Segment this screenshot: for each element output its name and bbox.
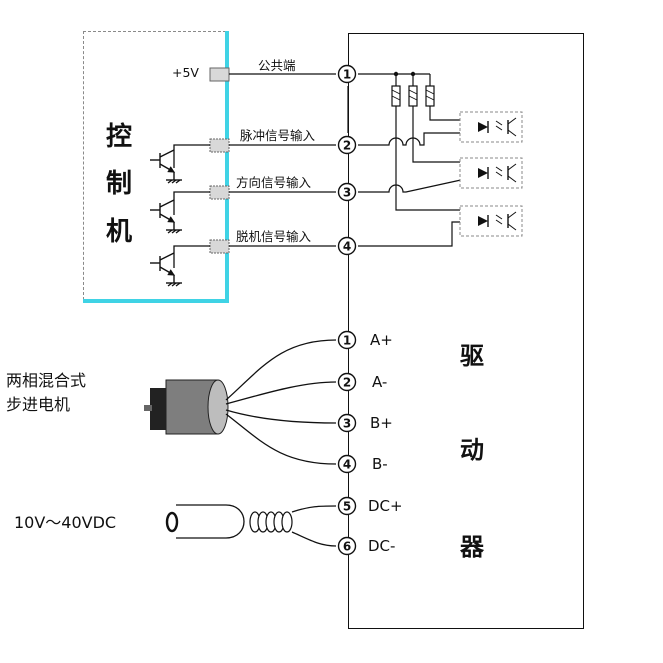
optocoupler-icon-3 (459, 205, 523, 237)
controller-box-edge-right (225, 31, 229, 303)
signal-label-pulse: 脉冲信号输入 (240, 128, 316, 143)
transistor-icon-2 (150, 199, 182, 234)
terminal-numbers: 1 2 3 4 1 2 3 4 5 6 (343, 68, 351, 554)
phase-label-b-plus: B+ (370, 414, 393, 432)
terminal-number: 4 (343, 240, 351, 254)
terminal-number: 3 (343, 417, 351, 431)
controller-label-char-1: 控 (105, 122, 132, 152)
signal-label-offline: 脱机信号输入 (236, 229, 312, 244)
driver-label-char-2: 动 (460, 436, 484, 464)
power-label-dc-plus: DC+ (368, 497, 403, 515)
terminal-number: 2 (343, 139, 351, 153)
terminal-number: 1 (343, 334, 351, 348)
signal-label-direction: 方向信号输入 (236, 175, 312, 190)
motor-label-line-1: 两相混合式 (6, 371, 87, 390)
driver-label-char-3: 器 (460, 533, 484, 561)
terminal-1-control (337, 64, 357, 84)
terminal-number: 3 (343, 186, 351, 200)
terminal-number: 5 (343, 500, 351, 514)
power-plug-icon (165, 511, 179, 533)
terminal-4-motor (337, 454, 357, 474)
transistor-icons (150, 149, 182, 287)
internal-wires (347, 73, 471, 247)
controller-label-char-2: 制 (105, 169, 132, 199)
signal-label-common: 公共端 (258, 58, 296, 73)
resistor-icon-2 (408, 85, 418, 107)
terminal-3-control (337, 182, 357, 202)
terminal-circles (337, 64, 357, 556)
pad-pulse (209, 138, 230, 153)
pad-plus5v (209, 67, 230, 82)
terminal-6-power (337, 536, 357, 556)
phase-label-a-minus: A- (372, 373, 388, 391)
terminal-2-control (337, 135, 357, 155)
terminal-number: 4 (343, 458, 351, 472)
driver-label-char-1: 驱 (460, 342, 484, 370)
stepper-motor-icon (144, 379, 229, 435)
power-cable (165, 504, 337, 547)
pad-direction (209, 185, 230, 200)
motor-label-line-2: 步进电机 (6, 395, 71, 414)
controller-label-char-3: 机 (105, 217, 132, 247)
transistor-icon-1 (150, 149, 182, 184)
terminal-3-motor (337, 413, 357, 433)
terminal-number: 2 (343, 376, 351, 390)
voltage-label: +5V (172, 65, 199, 80)
pad-offline (209, 239, 230, 254)
phase-label-b-minus: B- (372, 455, 388, 473)
resistor-icon-3 (425, 85, 435, 107)
optocoupler-icon-2 (459, 157, 523, 189)
signal-wires (173, 73, 336, 268)
controller-box-edge-bottom (83, 299, 229, 303)
power-range-label: 10V～40VDC (14, 513, 117, 532)
motor-wires (225, 339, 337, 465)
resistor-icons (391, 85, 435, 107)
terminal-2-motor (337, 372, 357, 392)
terminal-5-power (337, 496, 357, 516)
phase-label-a-plus: A+ (370, 331, 393, 349)
transistor-icon-3 (150, 252, 182, 287)
power-label-dc-minus: DC- (368, 537, 396, 555)
controller-box (83, 31, 226, 300)
resistor-icon-1 (391, 85, 401, 107)
terminal-number: 6 (343, 540, 351, 554)
terminal-number: 1 (343, 68, 351, 82)
terminal-4-control (337, 236, 357, 256)
optocoupler-icon-1 (459, 111, 523, 143)
optocoupler-icons (459, 111, 523, 237)
terminal-1-motor (337, 330, 357, 350)
